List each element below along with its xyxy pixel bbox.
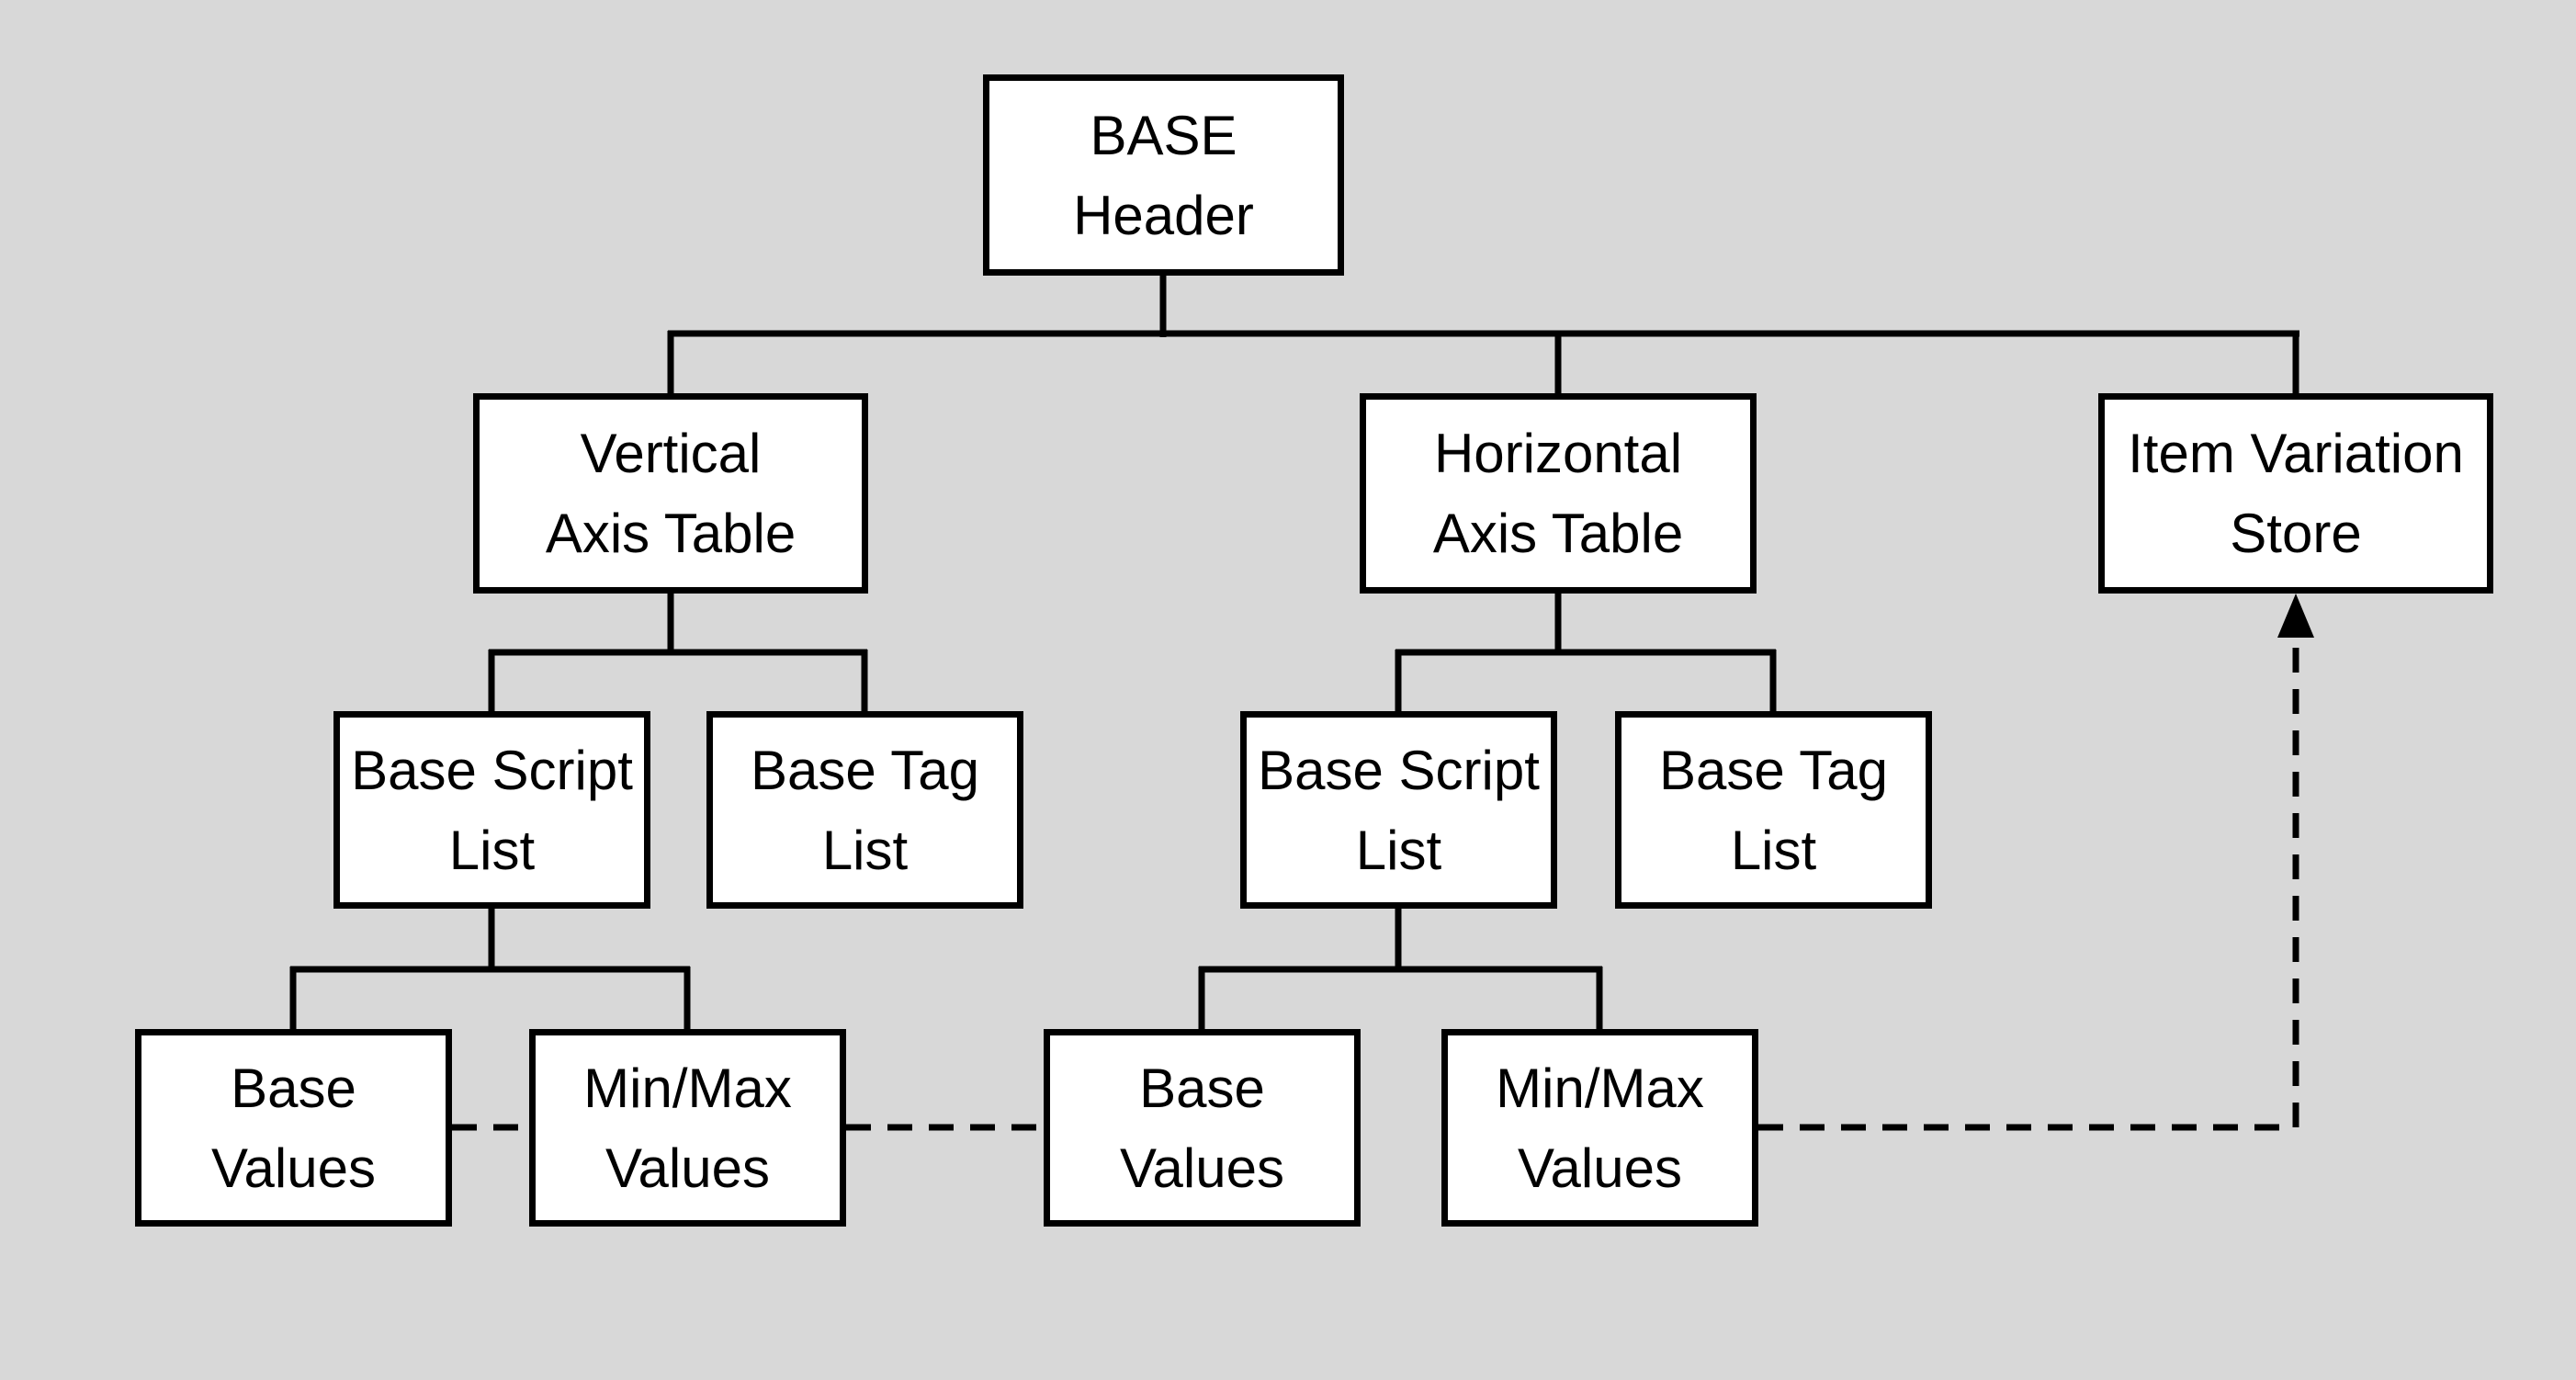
node-base-script-list-horizontal: Base Script List (1240, 711, 1557, 909)
node-label: Base Script List (1258, 739, 1540, 881)
node-base-values-horizontal: Base Values (1044, 1029, 1361, 1227)
node-base-values-vertical: Base Values (135, 1029, 452, 1227)
node-base-header: BASE Header (983, 74, 1344, 276)
node-base-tag-list-vertical: Base Tag List (706, 711, 1023, 909)
node-label: Base Values (1119, 1057, 1284, 1199)
node-label: Vertical Axis Table (545, 423, 797, 564)
node-label: Base Values (210, 1057, 376, 1199)
node-label: Horizontal Axis Table (1432, 423, 1684, 564)
node-vertical-axis-table: Vertical Axis Table (473, 393, 868, 594)
node-label: Base Tag List (1658, 739, 1889, 881)
node-label: Base Tag List (750, 739, 980, 881)
node-label: BASE Header (1073, 104, 1254, 246)
node-horizontal-axis-table: Horizontal Axis Table (1360, 393, 1757, 594)
node-item-variation-store: Item Variation Store (2098, 393, 2493, 594)
dashed-arrow-head-icon (2277, 594, 2314, 638)
node-label: Min/Max Values (1496, 1057, 1704, 1199)
node-label: Min/Max Values (583, 1057, 792, 1199)
node-base-script-list-vertical: Base Script List (333, 711, 650, 909)
node-min-max-values-horizontal: Min/Max Values (1441, 1029, 1758, 1227)
node-min-max-values-vertical: Min/Max Values (529, 1029, 846, 1227)
node-base-tag-list-horizontal: Base Tag List (1615, 711, 1932, 909)
node-label: Item Variation Store (2128, 423, 2464, 564)
node-label: Base Script List (351, 739, 633, 881)
